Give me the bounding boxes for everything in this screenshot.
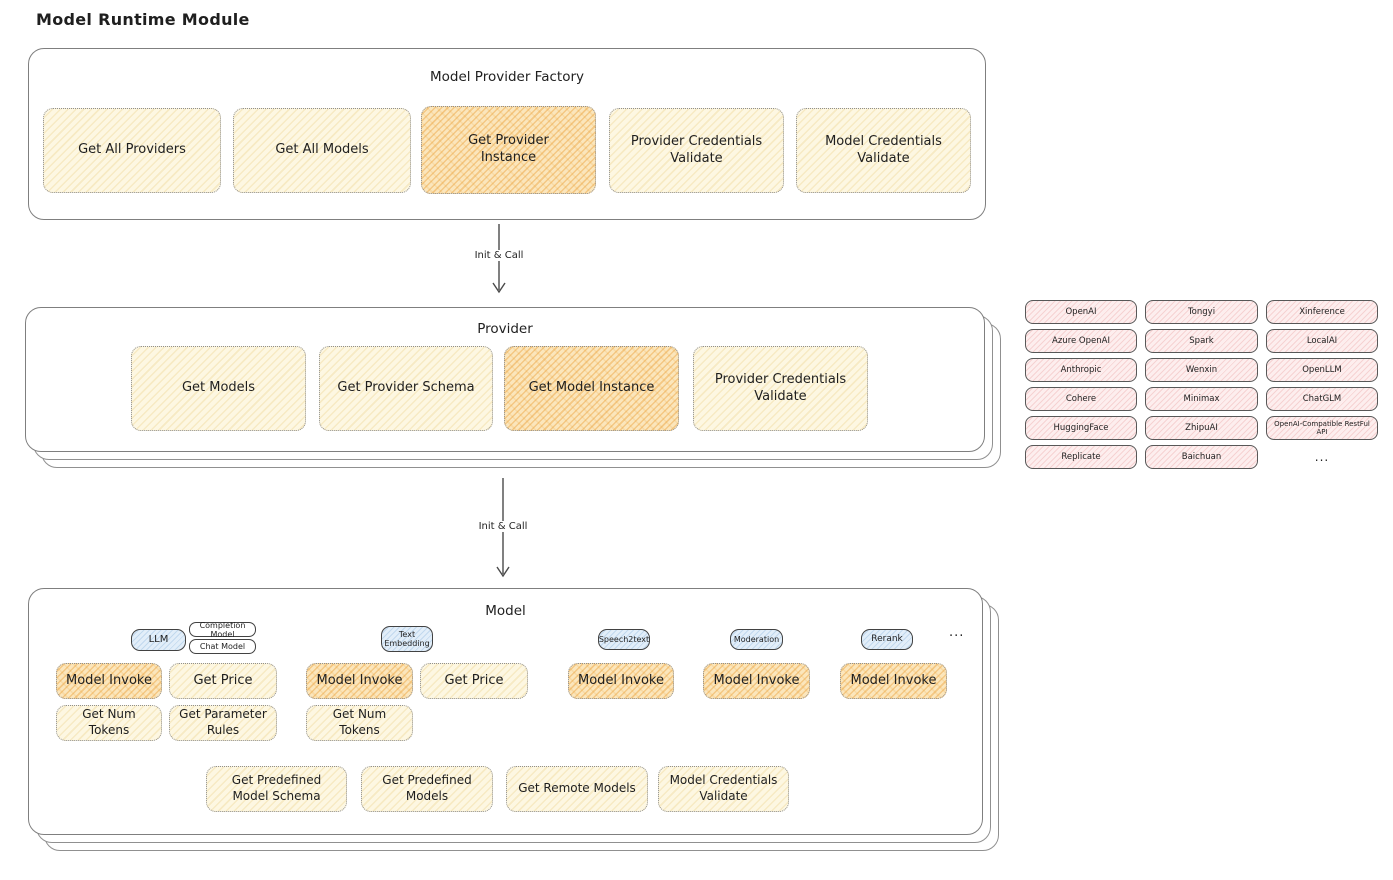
provider-panel: Provider Get Models Get Provider Schema … — [25, 307, 985, 452]
tab-text-embedding: Text Embedding — [381, 626, 433, 652]
provider-panel-title: Provider — [477, 321, 533, 337]
provider-item: ZhipuAI — [1145, 416, 1258, 440]
llm-get-price-box: Get Price — [169, 663, 277, 699]
provider-item: OpenAI-Compatible RestFul API — [1266, 416, 1378, 440]
llm-model-invoke-box: Model Invoke — [56, 663, 162, 699]
text-embedding-model-invoke-box: Model Invoke — [306, 663, 413, 699]
model-provider-factory-panel: Model Provider Factory Get All Providers… — [28, 48, 986, 220]
factory-get-all-providers-box: Get All Providers — [43, 108, 221, 193]
provider-item: Replicate — [1025, 445, 1137, 469]
provider-item: HuggingFace — [1025, 416, 1137, 440]
factory-panel-title: Model Provider Factory — [429, 69, 584, 85]
model-panel-title: Model — [485, 603, 526, 619]
get-predefined-model-schema-box: Get Predefined Model Schema — [206, 766, 347, 812]
diagram-title: Model Runtime Module — [36, 10, 250, 29]
tab-moderation: Moderation — [730, 629, 783, 650]
init-call-label-1: Init & Call — [469, 250, 529, 261]
tab-rerank: Rerank — [861, 629, 913, 650]
tab-llm: LLM — [131, 629, 186, 651]
tabs-ellipsis: ... — [949, 625, 965, 640]
speech2text-model-invoke-box: Model Invoke — [568, 663, 674, 699]
model-panel: Model LLM Completion Model Chat Model Te… — [28, 588, 983, 835]
factory-model-credentials-validate-box: Model Credentials Validate — [796, 108, 971, 193]
moderation-model-invoke-box: Model Invoke — [703, 663, 810, 699]
provider-item: Anthropic — [1025, 358, 1137, 382]
provider-item: OpenLLM — [1266, 358, 1378, 382]
provider-item: Spark — [1145, 329, 1258, 353]
provider-item: Xinference — [1266, 300, 1378, 324]
provider-item: Cohere — [1025, 387, 1137, 411]
provider-credentials-validate-box: Provider Credentials Validate — [693, 346, 868, 431]
get-predefined-models-box: Get Predefined Models — [361, 766, 493, 812]
llm-get-num-tokens-box: Get Num Tokens — [56, 705, 162, 741]
provider-item: Wenxin — [1145, 358, 1258, 382]
text-embedding-get-num-tokens-box: Get Num Tokens — [306, 705, 413, 741]
factory-get-all-models-box: Get All Models — [233, 108, 411, 193]
llm-get-parameter-rules-box: Get Parameter Rules — [169, 705, 277, 741]
provider-item: Azure OpenAI — [1025, 329, 1137, 353]
provider-get-provider-schema-box: Get Provider Schema — [319, 346, 493, 431]
factory-get-provider-instance-box: Get Provider Instance — [421, 106, 596, 194]
provider-item: Minimax — [1145, 387, 1258, 411]
model-credentials-validate-box: Model Credentials Validate — [658, 766, 789, 812]
provider-item: Tongyi — [1145, 300, 1258, 324]
rerank-model-invoke-box: Model Invoke — [840, 663, 947, 699]
provider-item: OpenAI — [1025, 300, 1137, 324]
tab-chat-model: Chat Model — [189, 639, 256, 654]
text-embedding-get-price-box: Get Price — [420, 663, 528, 699]
provider-list-ellipsis: ... — [1314, 450, 1330, 464]
provider-item: LocalAI — [1266, 329, 1378, 353]
tab-speech2text: Speech2text — [598, 629, 650, 650]
get-remote-models-box: Get Remote Models — [506, 766, 648, 812]
provider-item: ChatGLM — [1266, 387, 1378, 411]
init-call-label-2: Init & Call — [473, 521, 533, 532]
factory-provider-credentials-validate-box: Provider Credentials Validate — [609, 108, 784, 193]
provider-item: Baichuan — [1145, 445, 1258, 469]
provider-get-models-box: Get Models — [131, 346, 306, 431]
provider-get-model-instance-box: Get Model Instance — [504, 346, 679, 431]
provider-list: OpenAI Tongyi Xinference Azure OpenAI Sp… — [1025, 300, 1378, 469]
tab-completion-model: Completion Model — [189, 621, 256, 639]
